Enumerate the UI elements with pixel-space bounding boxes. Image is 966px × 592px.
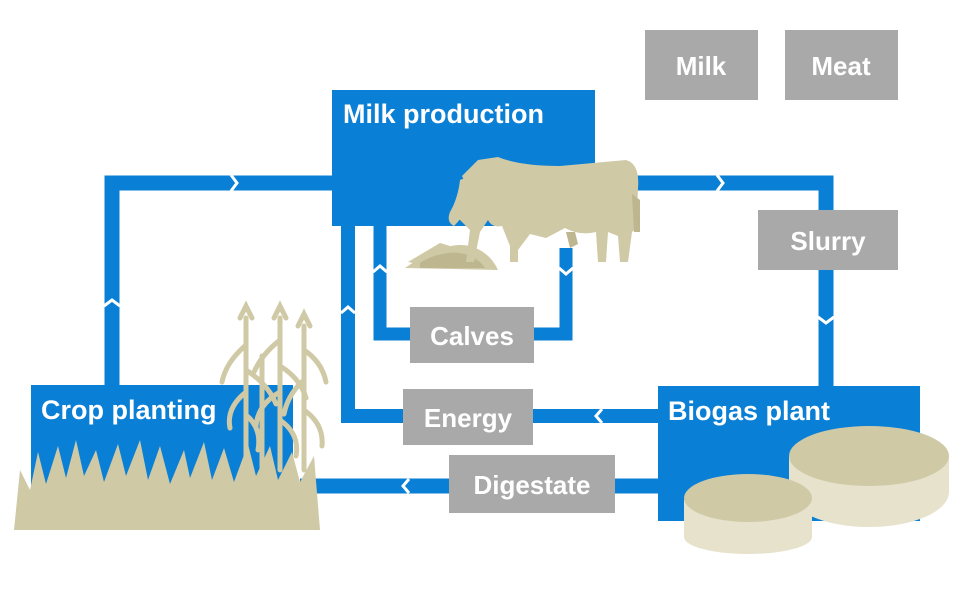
arrow-up-icon xyxy=(340,305,356,315)
calves-label: Calves xyxy=(430,321,514,351)
corn-plants-illustration xyxy=(219,300,329,473)
cow-illustration xyxy=(448,157,640,262)
flow-line-crop-to-milk xyxy=(104,175,340,395)
arrow-down-icon xyxy=(817,315,835,325)
digestate-box xyxy=(449,455,615,513)
meat-label: Meat xyxy=(811,51,871,81)
arrow-right-icon xyxy=(229,174,239,192)
arrow-up-icon xyxy=(103,298,121,308)
digestate-label: Digestate xyxy=(473,470,590,500)
slurry-label: Slurry xyxy=(790,226,866,256)
arrow-left-icon xyxy=(401,478,411,494)
flow-line-energy xyxy=(341,225,665,423)
milk-label: Milk xyxy=(676,51,727,81)
arrow-up-icon xyxy=(372,264,388,274)
energy-label: Energy xyxy=(424,403,513,433)
arrow-down-icon xyxy=(558,266,574,276)
energy-box xyxy=(403,389,533,445)
calves-box xyxy=(410,307,534,363)
meat-box xyxy=(785,30,898,100)
arrow-right-icon xyxy=(715,174,725,192)
product-boxes: Milk Meat Slurry Calves Energy Digestate xyxy=(403,30,898,513)
grass-field-illustration xyxy=(14,440,320,530)
crop-planting-label: Crop planting xyxy=(41,395,216,425)
slurry-box xyxy=(758,210,898,270)
arrow-left-icon xyxy=(594,408,604,424)
biogas-tanks-illustration xyxy=(684,426,949,554)
biogas-plant-label: Biogas plant xyxy=(668,396,830,426)
feed-pile-illustration xyxy=(405,243,498,270)
flow-arrows xyxy=(103,174,835,494)
milk-box xyxy=(645,30,758,100)
milk-production-label: Milk production xyxy=(343,99,544,129)
